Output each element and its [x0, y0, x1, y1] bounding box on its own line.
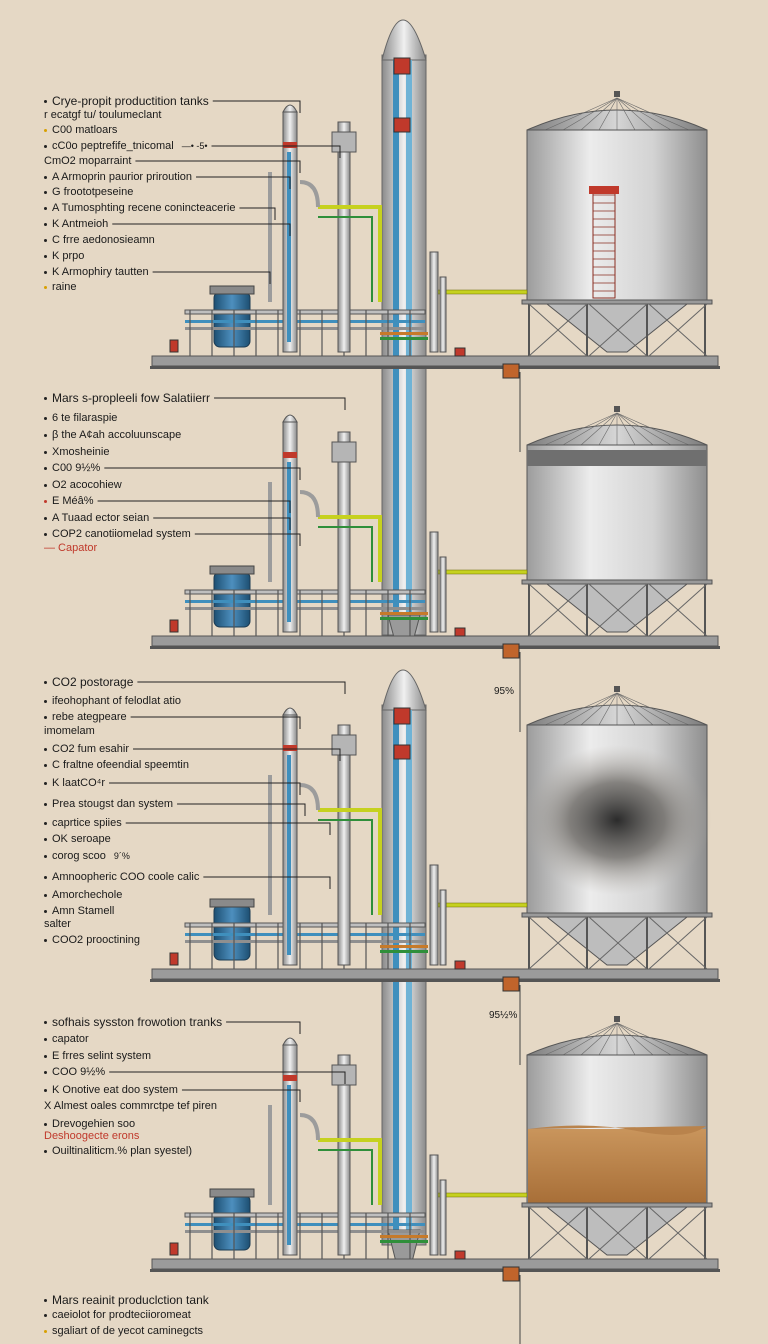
valve	[169, 1242, 179, 1256]
valve	[169, 339, 179, 353]
valve	[454, 960, 466, 970]
leader-line	[97, 500, 291, 513]
yellow-pipe-loop	[318, 205, 382, 302]
leader-line	[194, 533, 301, 546]
blue-storage-tank	[213, 291, 251, 348]
leader-line	[211, 145, 341, 158]
ground-platform	[151, 635, 719, 647]
co2-fill-cloud	[522, 745, 712, 895]
leader-line	[214, 397, 346, 410]
silo-cone	[545, 1206, 689, 1256]
reactor-column	[337, 724, 351, 966]
pipe-rack	[184, 1212, 426, 1218]
silo-cone	[545, 303, 689, 353]
small-tower	[429, 864, 439, 966]
silo-band	[527, 450, 707, 466]
leader-line	[226, 1021, 301, 1034]
leader-line	[104, 467, 301, 480]
pipe-rack	[184, 589, 426, 595]
pipe-rack	[184, 922, 426, 928]
leader-line	[125, 822, 331, 835]
valve	[454, 347, 466, 357]
junction-box	[502, 363, 520, 379]
silo-cone	[545, 916, 689, 966]
leader-line	[130, 716, 301, 729]
leader-line	[153, 517, 291, 530]
yellow-pipe-loop	[318, 515, 382, 582]
yellow-pipe-loop	[318, 1138, 382, 1205]
valve	[169, 952, 179, 966]
pipe-rack	[184, 309, 426, 315]
junction-box	[502, 976, 520, 992]
leader-line	[152, 271, 271, 284]
silo-cone	[545, 583, 689, 633]
silo-body	[526, 129, 708, 301]
blue-storage-tank	[213, 571, 251, 628]
plant-section-1	[150, 91, 720, 452]
leader-line	[196, 176, 291, 189]
valve	[454, 1250, 466, 1260]
reactor-column	[337, 121, 351, 353]
leader-line	[133, 748, 341, 761]
plant-section-2	[150, 406, 720, 732]
junction-box	[502, 643, 520, 659]
leader-line	[109, 782, 301, 795]
valve	[454, 627, 466, 637]
leader-line	[112, 223, 291, 236]
silo-body	[526, 444, 708, 581]
small-tower	[429, 531, 439, 633]
ground-platform	[151, 1258, 719, 1270]
blue-storage-tank	[213, 1194, 251, 1251]
blue-storage-tank	[213, 904, 251, 961]
yellow-pipe-loop	[318, 808, 382, 915]
leader-line	[135, 160, 301, 173]
ground-platform	[151, 355, 719, 367]
regolith-fill	[528, 1129, 706, 1203]
reactor-column	[337, 1054, 351, 1256]
ground-platform	[151, 968, 719, 980]
leader-line	[177, 803, 306, 816]
leader-line	[203, 876, 331, 889]
plant-section-3	[150, 686, 720, 1065]
leader-line	[212, 100, 301, 113]
leader-line	[239, 207, 276, 220]
reactor-column	[337, 431, 351, 633]
small-tower	[429, 1154, 439, 1256]
rocket-tower-top	[381, 19, 427, 646]
leader-line	[109, 1071, 346, 1084]
valve	[169, 619, 179, 633]
leader-line	[137, 681, 346, 694]
small-tower	[429, 251, 439, 353]
plant-section-4	[150, 1016, 720, 1344]
leader-line	[181, 1089, 301, 1102]
junction-box	[502, 1266, 520, 1282]
